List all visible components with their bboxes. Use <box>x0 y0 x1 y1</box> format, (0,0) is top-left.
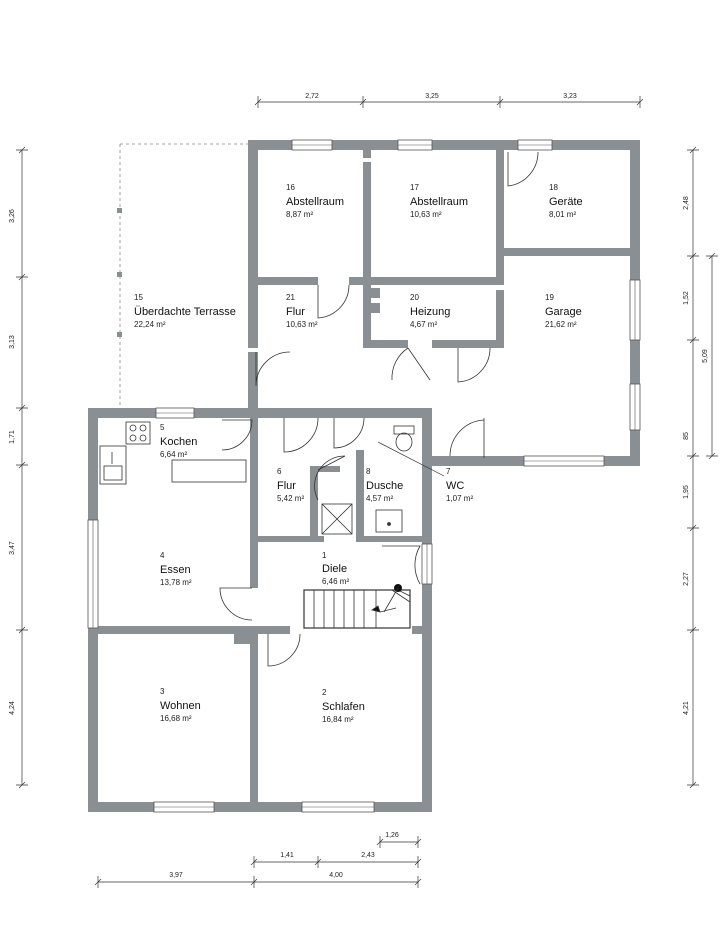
room-name: Garage <box>545 306 582 318</box>
room-name: Abstellraum <box>410 196 468 208</box>
room-name: Flur <box>277 480 296 492</box>
room-number: 16 <box>286 183 295 192</box>
room-number: 17 <box>410 183 419 192</box>
room-name: Dusche <box>366 480 403 492</box>
kitchen-stove-icon <box>125 421 151 445</box>
room-label-wc: 7 WC 1,07 m² <box>446 467 473 503</box>
room-labels: 1 Diele 6,46 m² 2 Schlafen 16,84 m² 3 Wo… <box>134 183 583 724</box>
toilet-icon <box>393 425 415 452</box>
dimension-label: 2,48 <box>683 196 690 210</box>
room-area: 10,63 m² <box>410 210 442 219</box>
dimension-label: 3,97 <box>169 872 183 879</box>
room-area: 22,24 m² <box>134 320 166 329</box>
dimension-label: 5,09 <box>702 349 709 363</box>
room-area: 8,87 m² <box>286 210 313 219</box>
window-glazing-lines <box>92 144 636 808</box>
room-number: 7 <box>446 467 451 476</box>
room-name: Wohnen <box>160 700 201 712</box>
dimension-label: 1,52 <box>683 291 690 305</box>
dimension-label: 2,72 <box>305 93 319 100</box>
room-number: 18 <box>549 183 558 192</box>
dimension-label: 1,41 <box>280 852 294 859</box>
washbasin-icon <box>375 509 403 533</box>
room-label-abstellraum-16: 16 Abstellraum 8,87 m² <box>286 183 344 219</box>
room-label-essen: 4 Essen 13,78 m² <box>160 551 192 587</box>
room-area: 4,67 m² <box>410 320 437 329</box>
room-label-geraete: 18 Geräte 8,01 m² <box>549 183 583 219</box>
room-name: Abstellraum <box>286 196 344 208</box>
room-area: 10,63 m² <box>286 320 318 329</box>
dimension-label: 3,26 <box>9 209 16 223</box>
kitchen-sink-icon <box>99 445 127 485</box>
dimension-label: 2,27 <box>683 572 690 586</box>
room-area: 1,07 m² <box>446 494 473 503</box>
dimension-label: 2,43 <box>361 852 375 859</box>
room-label-flur-21: 21 Flur 10,63 m² <box>286 293 318 329</box>
room-label-garage: 19 Garage 21,62 m² <box>545 293 582 329</box>
room-area: 16,84 m² <box>322 715 354 724</box>
terrace-posts <box>117 208 122 337</box>
room-number: 21 <box>286 293 295 302</box>
room-label-schlafen: 2 Schlafen 16,84 m² <box>322 688 365 724</box>
staircase-icon <box>303 584 411 629</box>
room-label-dusche: 8 Dusche 4,57 m² <box>366 467 403 503</box>
room-label-terrasse: 15 Überdachte Terrasse 22,24 m² <box>134 293 236 329</box>
shower-tray-icon <box>321 503 353 535</box>
kitchen-counter-icon <box>171 459 247 483</box>
room-number: 8 <box>366 467 371 476</box>
terrace-outline <box>119 143 248 408</box>
room-label-flur-6: 6 Flur 5,42 m² <box>277 467 304 503</box>
room-number: 4 <box>160 551 165 560</box>
room-area: 16,68 m² <box>160 714 192 723</box>
room-area: 6,64 m² <box>160 450 187 459</box>
room-label-diele: 1 Diele 6,46 m² <box>322 551 349 586</box>
dimension-label: 1,95 <box>683 485 690 499</box>
room-name: Schlafen <box>322 701 365 713</box>
doors <box>219 151 539 667</box>
room-area: 13,78 m² <box>160 578 192 587</box>
room-area: 8,01 m² <box>549 210 576 219</box>
dimension-label: 3,25 <box>425 93 439 100</box>
dimension-label: 3,47 <box>9 541 16 555</box>
dimension-label: 3,13 <box>9 335 16 349</box>
room-area: 5,42 m² <box>277 494 304 503</box>
room-number: 6 <box>277 467 282 476</box>
dimension-label: 85 <box>683 432 690 440</box>
room-number: 20 <box>410 293 419 302</box>
room-number: 2 <box>322 688 327 697</box>
room-name: Geräte <box>549 196 583 208</box>
room-label-abstellraum-17: 17 Abstellraum 10,63 m² <box>410 183 468 219</box>
room-number: 3 <box>160 687 165 696</box>
dimension-labels: 2,72 3,25 3,23 3,26 3,13 1,71 3,47 4,24 … <box>9 93 709 879</box>
room-number: 15 <box>134 293 143 302</box>
room-number: 5 <box>160 423 165 432</box>
room-name: WC <box>446 480 464 492</box>
dimension-label: 1,71 <box>9 430 16 444</box>
room-name: Essen <box>160 564 191 576</box>
wc-label-leader <box>377 441 445 477</box>
room-label-kochen: 5 Kochen 6,64 m² <box>160 423 197 459</box>
room-number: 19 <box>545 293 554 302</box>
room-name: Kochen <box>160 436 197 448</box>
dimension-label: 4,21 <box>683 701 690 715</box>
dimension-label: 4,00 <box>329 872 343 879</box>
dimension-label: 1,26 <box>385 832 399 839</box>
dimension-label: 4,24 <box>9 701 16 715</box>
room-label-heizung: 20 Heizung 4,67 m² <box>410 293 450 329</box>
room-name: Heizung <box>410 306 450 318</box>
room-label-wohnen: 3 Wohnen 16,68 m² <box>160 687 201 723</box>
room-number: 1 <box>322 551 327 560</box>
room-name: Diele <box>322 563 347 575</box>
room-name: Überdachte Terrasse <box>134 306 236 318</box>
dimension-label: 3,23 <box>563 93 577 100</box>
room-area: 4,57 m² <box>366 494 393 503</box>
room-area: 21,62 m² <box>545 320 577 329</box>
room-area: 6,46 m² <box>322 577 349 586</box>
dimension-lines <box>16 96 718 888</box>
room-name: Flur <box>286 306 305 318</box>
